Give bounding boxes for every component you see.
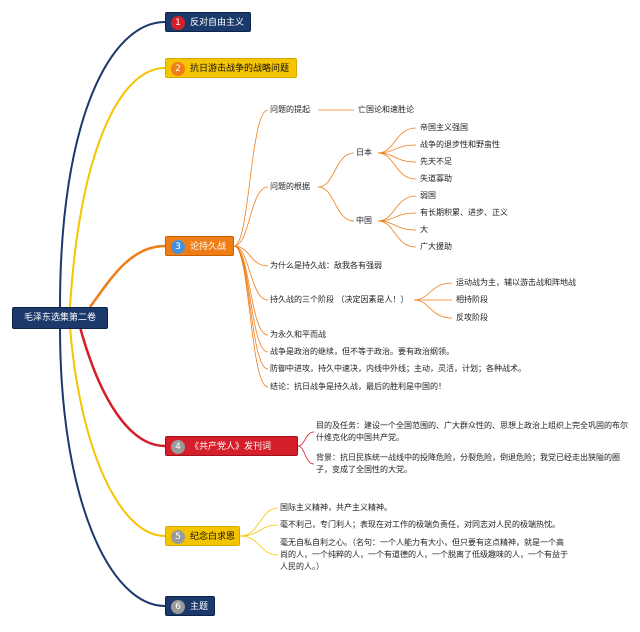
b4-background[interactable]: 背景：抗日民族统一战线中的投降危险，分裂危险，倒退危险；我党已经走出狭隘的圈子，… bbox=[316, 453, 620, 474]
b3-politics[interactable]: 战争是政治的继续，但不等于政治。要有政治纲领。 bbox=[270, 347, 454, 356]
b3-china[interactable]: 中国 bbox=[356, 216, 372, 225]
b3-why[interactable]: 为什么是持久战：敌我各有强弱 bbox=[270, 261, 382, 270]
b4-goal[interactable]: 目的及任务：建设一个全国范围的、广大群众性的、思想上政治上组织上完全巩固的布尔什… bbox=[316, 421, 628, 442]
link-branch-6 bbox=[59, 326, 166, 607]
b5-spirit[interactable]: 国际主义精神，共产主义精神。 bbox=[280, 503, 392, 512]
number-badge-2: 2 bbox=[171, 62, 185, 76]
branch-6-label: 主题 bbox=[190, 602, 209, 612]
b3-stages[interactable]: 持久战的三个阶段 （决定因素是人！） bbox=[270, 295, 409, 304]
link-branch-5 bbox=[69, 326, 166, 537]
number-badge-3: 3 bbox=[171, 240, 185, 254]
b3-japan-item-1[interactable]: 帝国主义强国 bbox=[420, 123, 468, 132]
b3-japan-item-3[interactable]: 先天不足 bbox=[420, 157, 452, 166]
branch-5-node[interactable]: 5 纪念白求恩 bbox=[165, 526, 240, 546]
b3-conclusion[interactable]: 结论：抗日战争是持久战，最后的胜利是中国的！ bbox=[270, 382, 446, 391]
link-branch-2 bbox=[69, 67, 166, 308]
b3-stage-item-2[interactable]: 相持阶段 bbox=[456, 295, 488, 304]
branch-4-node[interactable]: 4 《共产党人》发刊词 bbox=[165, 436, 298, 456]
branch-4-label: 《共产党人》发刊词 bbox=[190, 442, 272, 452]
b3-china-item-1[interactable]: 弱国 bbox=[420, 191, 436, 200]
number-badge-5: 5 bbox=[171, 530, 185, 544]
link-branch-3 bbox=[88, 244, 166, 308]
b3-stage-item-3[interactable]: 反攻阶段 bbox=[456, 313, 488, 322]
branch-2-node[interactable]: 2 抗日游击战争的战略问题 bbox=[165, 58, 297, 78]
link-branch-1 bbox=[59, 21, 166, 308]
branch-6-node[interactable]: 6 主题 bbox=[165, 596, 215, 616]
branch-5-label: 纪念白求恩 bbox=[190, 532, 236, 542]
b3-origin-answer[interactable]: 亡国论和速胜论 bbox=[358, 105, 414, 114]
b5-quote[interactable]: 毫无自私自利之心。（名句：一个人能力有大小，但只要有这点精神，就是一个高尚的人，… bbox=[280, 538, 568, 571]
b3-japan-item-2[interactable]: 战争的退步性和野蛮性 bbox=[420, 140, 500, 149]
root-node[interactable]: 毛泽东选集第二卷 bbox=[12, 307, 108, 329]
number-badge-4: 4 bbox=[171, 440, 185, 454]
branch-3-node[interactable]: 3 论持久战 bbox=[165, 236, 234, 256]
branch-1-node[interactable]: 1 反对自由主义 bbox=[165, 12, 251, 32]
number-badge-6: 6 bbox=[171, 600, 185, 614]
b3-china-item-2[interactable]: 有长期积累、进步、正义 bbox=[420, 208, 508, 217]
branch-2-label: 抗日游击战争的战略问题 bbox=[190, 64, 290, 74]
b3-japan-item-4[interactable]: 失道寡助 bbox=[420, 174, 452, 183]
branch-1-label: 反对自由主义 bbox=[190, 18, 245, 28]
b3-peace[interactable]: 为永久和平而战 bbox=[270, 330, 326, 339]
b3-question-basis[interactable]: 问题的根据 bbox=[270, 182, 310, 191]
link-branch-4 bbox=[78, 326, 166, 448]
b3-question-origin[interactable]: 问题的提起 bbox=[270, 105, 310, 114]
branch-3-label: 论持久战 bbox=[190, 242, 227, 252]
b3-china-item-3[interactable]: 大 bbox=[420, 225, 428, 234]
b3-china-item-4[interactable]: 广大援助 bbox=[420, 242, 452, 251]
b5-selfless[interactable]: 毫不利己，专门利人；表现在对工作的极端负责任，对同志对人民的极端热忱。 bbox=[280, 520, 560, 529]
number-badge-1: 1 bbox=[171, 16, 185, 30]
b3-japan[interactable]: 日本 bbox=[356, 148, 372, 157]
b3-defense[interactable]: 防御中进攻，持久中速决，内线中外线；主动，灵活，计划；各种战术。 bbox=[270, 364, 526, 373]
b3-stage-item-1[interactable]: 运动战为主，辅以游击战和阵地战 bbox=[456, 278, 576, 287]
